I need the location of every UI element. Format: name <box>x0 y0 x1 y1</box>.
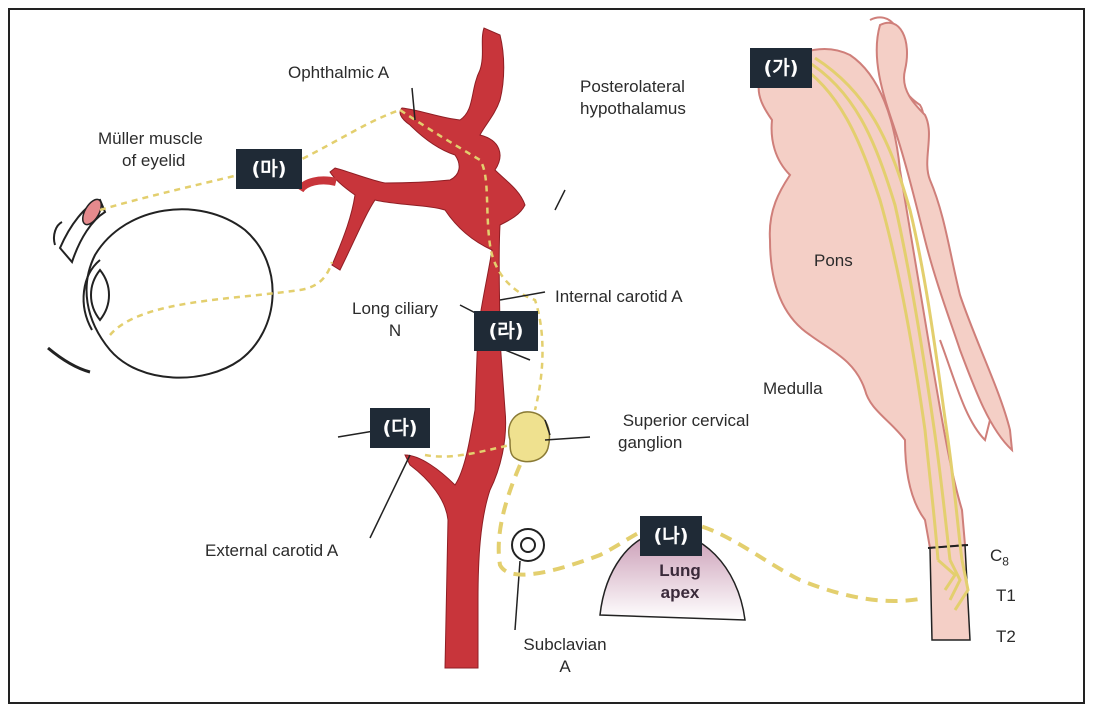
label-c8: C8 <box>990 545 1009 572</box>
pointer-ophthalmic <box>411 87 416 121</box>
eyelid-lash-top <box>52 221 63 246</box>
label-superior-cervical: Superior cervical ganglion <box>596 410 776 454</box>
label-lung-apex: Lung apex <box>640 560 720 604</box>
label-medulla: Medulla <box>763 379 823 398</box>
carotid-artery <box>329 27 526 669</box>
label-superior-cervical-line1: Superior cervical <box>622 411 750 430</box>
label-lung-line2: apex <box>660 583 700 602</box>
badge-da: (다) <box>370 408 430 448</box>
label-posterolateral-hypothalamus: Posterolateral hypothalamus <box>580 76 686 120</box>
pointer-internal-carotid <box>499 291 546 301</box>
pointer-ganglion <box>544 436 591 441</box>
label-posterolateral-line1: Posterolateral <box>580 77 685 96</box>
pointer-internal-2 <box>554 189 566 211</box>
label-lung-line1: Lung <box>659 561 701 580</box>
label-ophthalmic: Ophthalmic A <box>288 63 390 82</box>
badge-na: (나) <box>640 516 702 556</box>
cornea <box>82 259 101 331</box>
brainstem <box>757 48 967 550</box>
label-muller: Müller muscle of eyelid <box>98 128 258 172</box>
lower-eyelid <box>47 346 91 374</box>
label-long-ciliary-line2: N <box>388 321 402 340</box>
pointer-ganglion-path <box>544 419 551 436</box>
badge-ra: (라) <box>474 311 538 351</box>
spinal-outflow <box>937 558 970 611</box>
eyeball <box>85 208 274 379</box>
label-internal-carotid: Internal carotid A <box>555 287 683 306</box>
label-long-ciliary-line1: Long ciliary <box>352 299 438 318</box>
lens <box>90 268 110 322</box>
brainstem-back <box>875 21 1014 453</box>
badge-ga: (가) <box>750 48 812 88</box>
label-t2: T2 <box>996 627 1016 646</box>
subclavian-artery-inner <box>520 537 536 553</box>
label-posterolateral-line2: hypothalamus <box>580 99 686 118</box>
label-long-ciliary: Long ciliary N <box>335 298 455 342</box>
nerve-tract-3 <box>814 56 964 561</box>
label-muller-line2: of eyelid <box>122 151 186 170</box>
badge-ma: (마) <box>236 149 302 189</box>
pathway-along-carotid <box>399 108 544 411</box>
label-pons: Pons <box>814 251 853 270</box>
label-c8-sub: 8 <box>1002 554 1009 569</box>
label-c8-main: C <box>990 546 1003 565</box>
superior-cervical-ganglion <box>508 411 551 463</box>
pathway-external <box>424 443 511 458</box>
pointer-external <box>369 454 411 539</box>
nerve-tract-1 <box>794 60 940 561</box>
nerve-tract-2 <box>804 58 952 561</box>
carotid-branch-left <box>296 176 337 193</box>
label-muller-line1: Müller muscle <box>98 129 203 148</box>
muller-muscle <box>81 198 103 226</box>
label-t1: T1 <box>996 586 1016 605</box>
label-superior-cervical-line2: ganglion <box>618 433 683 452</box>
pathway-to-eye <box>109 261 334 336</box>
label-subclavian: Subclavian A <box>505 634 625 678</box>
label-external-carotid: External carotid A <box>205 541 339 560</box>
label-subclavian-line1: Subclavian <box>523 635 607 654</box>
label-subclavian-line2: A <box>559 657 571 676</box>
